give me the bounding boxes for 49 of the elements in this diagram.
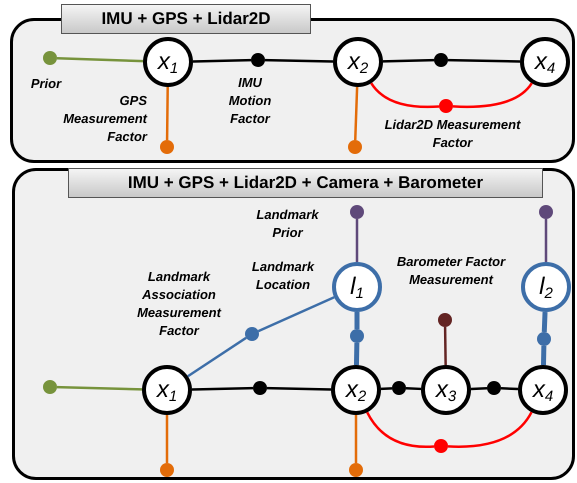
factor-label: Prior bbox=[30, 75, 63, 93]
connector-line bbox=[542, 312, 548, 332]
factor-label: GPS Measurement Factor bbox=[62, 92, 147, 146]
connector-line bbox=[166, 86, 169, 140]
factor-label: Barometer Factor Measurement bbox=[396, 253, 507, 289]
variable-node: x$_{3}$ bbox=[421, 365, 471, 415]
variable-node: x$_{1}$ bbox=[142, 365, 192, 415]
connector-line bbox=[354, 415, 358, 463]
variable-node: x$_{4}$ bbox=[518, 365, 568, 415]
factor-label: Landmark Association Measurement Factor bbox=[136, 268, 222, 340]
connector-line bbox=[382, 58, 434, 63]
factor-label: Landmark Location bbox=[250, 258, 316, 294]
connector-line bbox=[166, 415, 168, 463]
variable-node: x$_{4}$ bbox=[520, 37, 570, 87]
panel-title: IMU + GPS + Lidar2D bbox=[61, 4, 311, 34]
connector-line bbox=[370, 82, 440, 108]
connector-line bbox=[470, 387, 488, 390]
connector-line bbox=[258, 296, 335, 332]
connector-line bbox=[192, 386, 254, 391]
connector-line bbox=[448, 58, 520, 63]
factor-label: IMU Motion Factor bbox=[228, 74, 272, 128]
panel bbox=[12, 168, 575, 480]
connector-line bbox=[354, 312, 360, 329]
connector-line bbox=[448, 412, 533, 448]
connector-line bbox=[266, 386, 332, 391]
connector-line bbox=[56, 56, 144, 62]
variable-node: x$_{2}$ bbox=[333, 37, 383, 87]
connector-line bbox=[406, 387, 422, 390]
connector-line bbox=[356, 219, 358, 262]
variable-node: x$_{1}$ bbox=[143, 37, 193, 87]
connector-line bbox=[452, 82, 533, 108]
connector-line bbox=[541, 346, 546, 366]
connector-line bbox=[56, 386, 142, 391]
connector-line bbox=[192, 58, 252, 63]
variable-node: x$_{2}$ bbox=[331, 365, 381, 415]
connector-line bbox=[354, 342, 360, 366]
variable-node: l$_{1}$ bbox=[332, 262, 382, 312]
connector-line bbox=[500, 387, 518, 390]
factor-label: Landmark Prior bbox=[255, 206, 320, 242]
connector-line bbox=[380, 387, 392, 390]
variable-node: l$_{2}$ bbox=[521, 262, 571, 312]
panel-title: IMU + GPS + Lidar2D + Camera + Barometer bbox=[68, 168, 543, 198]
connector-line bbox=[444, 326, 447, 366]
connector-line bbox=[354, 86, 358, 140]
connector-line bbox=[544, 219, 548, 262]
connector-line bbox=[366, 412, 434, 448]
connector-line bbox=[187, 336, 247, 378]
connector-line bbox=[264, 58, 334, 63]
factor-label: Lidar2D Measurement Factor bbox=[384, 116, 522, 152]
